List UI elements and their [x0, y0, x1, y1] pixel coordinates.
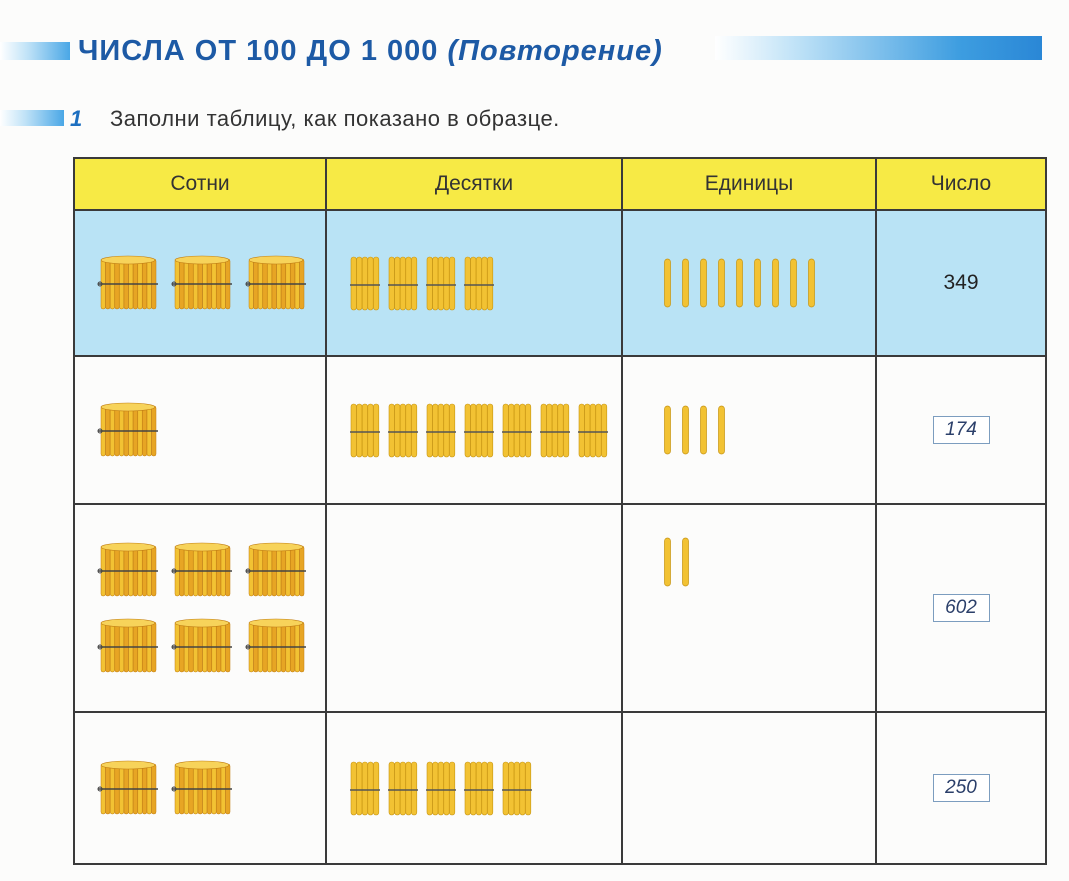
unit-stick-icon [664, 258, 671, 308]
page-title: ЧИСЛА ОТ 100 ДО 1 000 (Повторение) [78, 35, 663, 67]
unit-stick-icon [718, 258, 725, 308]
ten-bundle-icon [426, 403, 456, 458]
unit-stick-icon [754, 258, 761, 308]
hundreds-cell [73, 209, 327, 357]
table-row-sample: 349 [73, 209, 1047, 357]
ten-bundle-icon [388, 761, 418, 816]
tens-cell [325, 209, 623, 357]
hundred-group [75, 541, 325, 675]
hundred-group [75, 401, 325, 459]
ten-bundle-icon [350, 403, 380, 458]
units-cell [621, 209, 877, 357]
task-number: 1 [70, 106, 83, 131]
unit-stick-icon [682, 537, 689, 587]
ten-bundle-icon [388, 256, 418, 311]
hundred-bundle-icon [97, 255, 158, 310]
hundred-bundle-icon [97, 760, 158, 815]
unit-stick-icon [700, 258, 707, 308]
ten-group [327, 401, 621, 459]
tens-cell [325, 711, 623, 865]
ten-group [327, 759, 621, 817]
tens-cell [325, 503, 623, 713]
answer-field[interactable]: 602 [932, 594, 990, 622]
hundreds-cell [73, 503, 327, 713]
answer-field[interactable]: 250 [932, 774, 990, 802]
number-cell: 250 [875, 711, 1047, 865]
answer-field[interactable]: 174 [932, 416, 990, 444]
ten-bundle-icon [350, 256, 380, 311]
hundred-bundle-icon [245, 618, 306, 673]
hundred-group [75, 759, 325, 817]
number-cell: 602 [875, 503, 1047, 713]
ten-bundle-icon [464, 403, 494, 458]
column-header-hundreds: Сотни [73, 157, 327, 211]
ten-bundle-icon [578, 403, 608, 458]
hundred-bundle-icon [171, 255, 232, 310]
table-header-row: Сотни Десятки Единицы Число [73, 157, 1047, 211]
place-value-table: Сотни Десятки Единицы Число 349 174 [73, 157, 1047, 865]
unit-stick-icon [808, 258, 815, 308]
task-text: Заполни таблицу, как показано в образце. [110, 106, 560, 131]
title-subtitle: (Повторение) [447, 35, 663, 67]
ten-bundle-icon [464, 256, 494, 311]
unit-stick-icon [664, 405, 671, 455]
hundred-bundle-icon [97, 618, 158, 673]
unit-stick-icon [718, 405, 725, 455]
tens-cell [325, 355, 623, 505]
unit-group [623, 405, 875, 455]
task-instruction: 1 Заполни таблицу, как показано в образц… [0, 104, 700, 134]
table-row: 250 [73, 711, 1047, 865]
ten-bundle-icon [502, 403, 532, 458]
column-header-units: Единицы [621, 157, 877, 211]
ten-bundle-icon [350, 761, 380, 816]
hundred-bundle-icon [245, 255, 306, 310]
number-cell: 174 [875, 355, 1047, 505]
column-header-tens: Десятки [325, 157, 623, 211]
ten-bundle-icon [502, 761, 532, 816]
unit-stick-icon [772, 258, 779, 308]
hundred-bundle-icon [171, 542, 232, 597]
ten-bundle-icon [426, 761, 456, 816]
number-cell: 349 [875, 209, 1047, 357]
ten-bundle-icon [540, 403, 570, 458]
hundred-bundle-icon [97, 402, 158, 457]
unit-group [623, 537, 875, 587]
column-header-number: Число [875, 157, 1047, 211]
header-decor-right [715, 36, 1042, 60]
hundred-bundle-icon [171, 618, 232, 673]
hundred-bundle-icon [245, 542, 306, 597]
ten-group [327, 254, 621, 312]
ten-bundle-icon [388, 403, 418, 458]
ten-bundle-icon [464, 761, 494, 816]
unit-stick-icon [682, 258, 689, 308]
table-row: 174 [73, 355, 1047, 505]
hundred-group [75, 254, 325, 312]
unit-stick-icon [790, 258, 797, 308]
hundred-bundle-icon [171, 760, 232, 815]
ten-bundle-icon [426, 256, 456, 311]
unit-group [623, 258, 875, 308]
page-header: ЧИСЛА ОТ 100 ДО 1 000 (Повторение) [0, 35, 1045, 67]
sample-number: 349 [943, 271, 979, 294]
units-cell [621, 503, 877, 713]
hundreds-cell [73, 711, 327, 865]
hundreds-cell [73, 355, 327, 505]
unit-stick-icon [736, 258, 743, 308]
unit-stick-icon [700, 405, 707, 455]
title-text: ЧИСЛА ОТ 100 ДО 1 000 [78, 35, 439, 67]
unit-stick-icon [682, 405, 689, 455]
hundred-bundle-icon [97, 542, 158, 597]
unit-stick-icon [664, 537, 671, 587]
units-cell [621, 711, 877, 865]
units-cell [621, 355, 877, 505]
task-decor [0, 110, 64, 126]
table-row: 602 [73, 503, 1047, 713]
header-decor-left [0, 42, 70, 60]
